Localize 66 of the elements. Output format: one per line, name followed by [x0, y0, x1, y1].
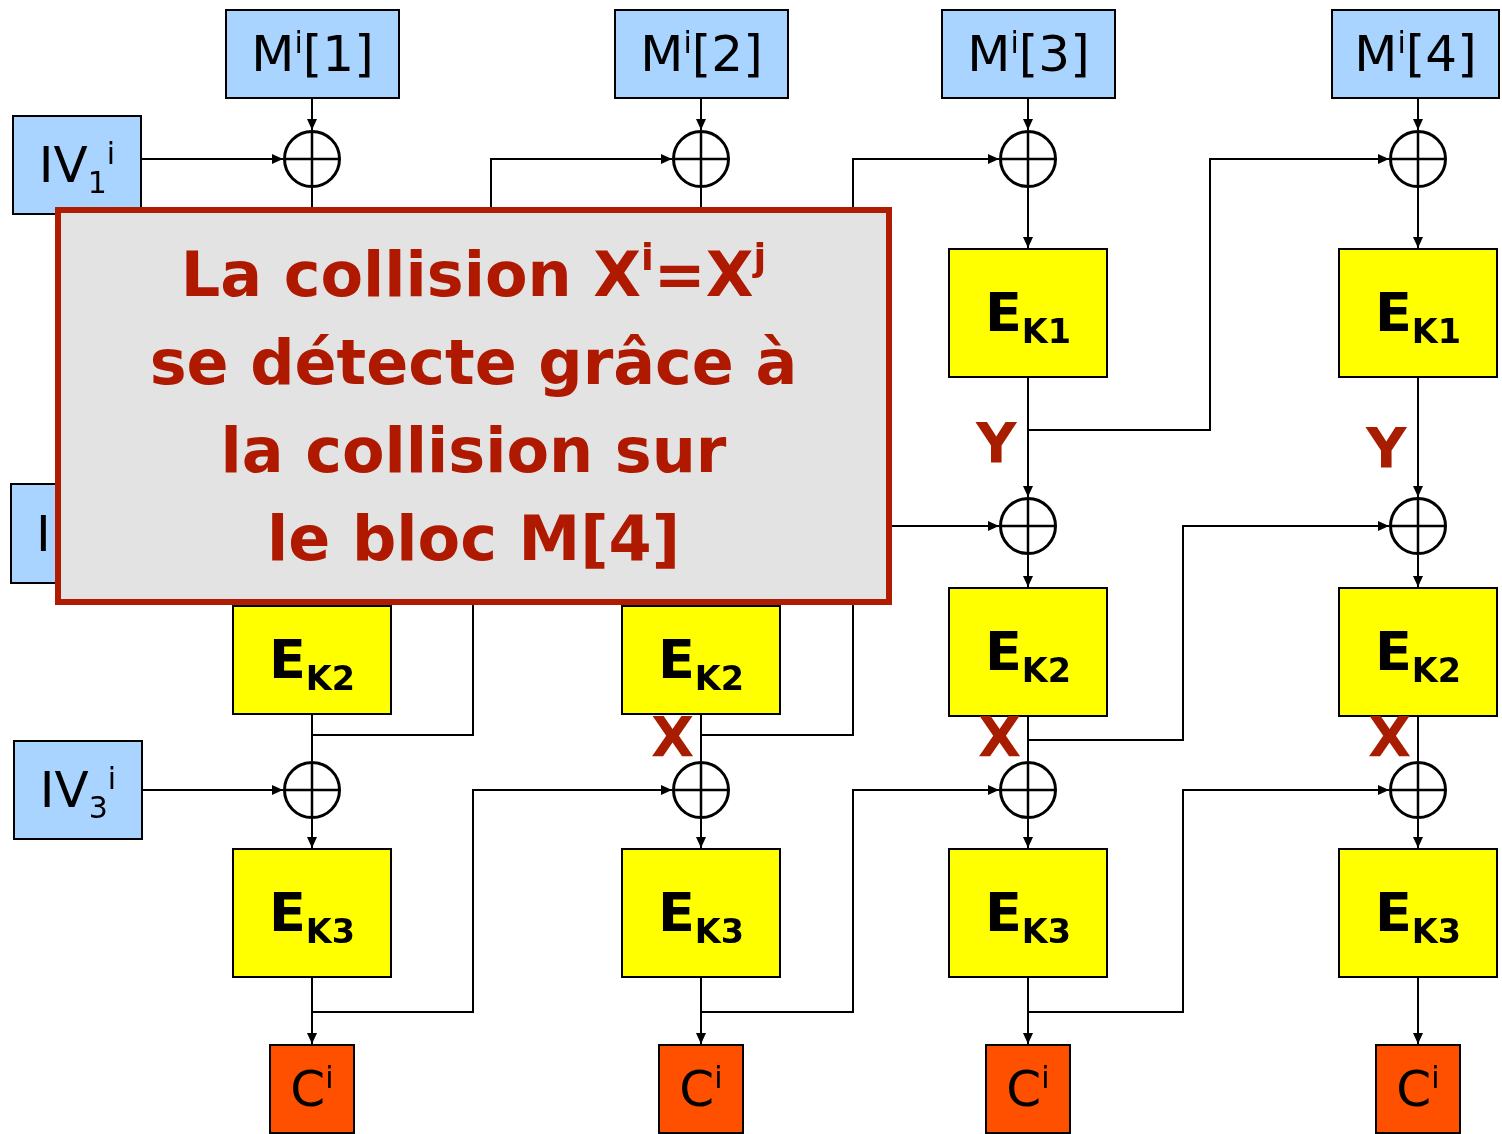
variable-label: Y: [976, 420, 1017, 466]
arrow: [696, 818, 706, 849]
variable-label: X: [651, 714, 695, 760]
encryption-box: E$_{K1}$: [1338, 248, 1498, 378]
arrow: [1413, 187, 1423, 249]
xor-symbol: [999, 130, 1057, 188]
arrow: [1413, 977, 1423, 1045]
variable-label: X: [978, 714, 1022, 760]
arrow: [1413, 554, 1423, 588]
ciphertext-box: C$^{i}$: [985, 1044, 1071, 1134]
xor-symbol: [672, 130, 730, 188]
encryption-box: E$_{K3}$: [948, 848, 1108, 978]
message-block-box: M$^{i}$[1]: [225, 9, 400, 99]
arrow: [696, 98, 706, 131]
arrow: [891, 521, 1000, 531]
arrow: [311, 785, 673, 1013]
xor-symbol: [999, 497, 1057, 555]
xor-symbol: [283, 761, 341, 819]
xor-symbol: [283, 130, 341, 188]
connector-line: [700, 187, 702, 208]
arrow: [1027, 785, 1390, 1013]
arrow: [1023, 554, 1033, 588]
xor-symbol: [1389, 130, 1447, 188]
arrow: [852, 154, 1000, 208]
variable-label: Y: [1366, 425, 1407, 471]
message-block-box: M$^{i}$[3]: [941, 9, 1116, 99]
ciphertext-box: C$^{i}$: [658, 1044, 744, 1134]
ciphertext-box: C$^{i}$: [269, 1044, 355, 1134]
encryption-box: E$_{K2}$: [621, 605, 781, 715]
arrow: [490, 154, 673, 208]
ciphertext-box: C$^{i}$: [1375, 1044, 1461, 1134]
arrow: [1023, 377, 1033, 498]
arrow: [1023, 187, 1033, 249]
arrow: [142, 785, 284, 795]
arrow: [1413, 377, 1423, 498]
arrow: [1023, 818, 1033, 849]
arrow: [1027, 521, 1390, 741]
arrow: [700, 785, 1000, 1013]
arrow: [307, 818, 317, 849]
arrow: [1413, 818, 1423, 849]
iv-box: I: [10, 483, 55, 584]
arrow: [1027, 154, 1390, 431]
message-block-box: M$^{i}$[2]: [614, 9, 789, 99]
encryption-box: E$_{K2}$: [232, 605, 392, 715]
xor-symbol: [1389, 761, 1447, 819]
encryption-box: E$_{K3}$: [621, 848, 781, 978]
xor-symbol: [999, 761, 1057, 819]
xor-symbol: [672, 761, 730, 819]
connector-line: [1027, 716, 1029, 762]
message-block-box: M$^{i}$[4]: [1331, 9, 1500, 99]
encryption-box: E$_{K2}$: [1338, 587, 1498, 717]
encryption-box: E$_{K3}$: [1338, 848, 1498, 978]
arrow: [1023, 98, 1033, 131]
arrow: [307, 98, 317, 131]
connector-line: [1417, 716, 1419, 762]
callout-box: La collision X$^{i}$=X$^{j}$ se détecte grâce à la collision sur le bloc M[4]: [55, 207, 892, 605]
encryption-box: E$_{K1}$: [948, 248, 1108, 378]
xor-symbol: [1389, 497, 1447, 555]
variable-label: X: [1368, 714, 1412, 760]
arrow: [1413, 98, 1423, 131]
connector-line: [700, 604, 854, 736]
connector-line: [311, 604, 474, 736]
encryption-box: E$_{K2}$: [948, 587, 1108, 717]
arrow: [141, 154, 284, 164]
encryption-box: E$_{K3}$: [232, 848, 392, 978]
connector-line: [311, 187, 313, 208]
